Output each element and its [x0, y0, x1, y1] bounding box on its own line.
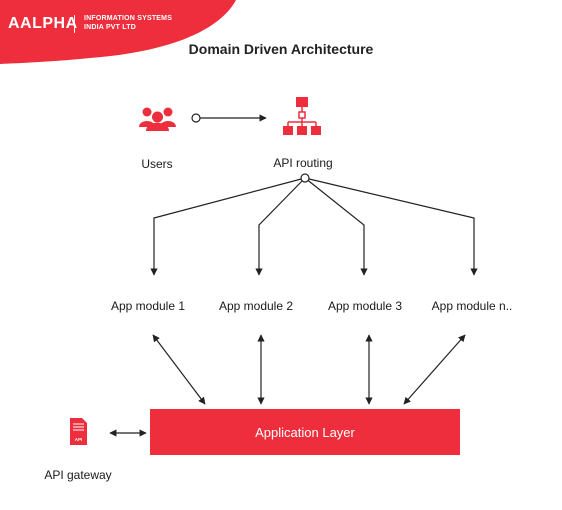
company-line-2: INDIA PVT LTD — [84, 23, 136, 31]
app-module-2-label: App module 2 — [218, 299, 294, 313]
header-banner — [0, 0, 236, 64]
users-connector-start — [191, 113, 201, 123]
app-module-n-label: App module n.. — [431, 299, 513, 313]
api-document-icon: API — [70, 418, 87, 445]
network-hierarchy-icon — [283, 97, 321, 135]
api-icon-text: API — [75, 437, 83, 442]
users-label: Users — [141, 157, 173, 171]
application-layer-box — [150, 409, 460, 455]
page-title: Domain Driven Architecture — [188, 41, 374, 57]
brand-logo: AALPHA — [8, 15, 78, 32]
module-layer-arrows — [152, 334, 466, 405]
api-gateway-label: API gateway — [44, 468, 112, 482]
company-name: INFORMATION SYSTEMS INDIA PVT LTD — [84, 15, 172, 32]
application-layer-label: Application Layer — [255, 424, 355, 440]
users-group-icon — [139, 107, 176, 131]
brand-separator — [74, 15, 75, 33]
routing-node — [300, 173, 310, 183]
routing-fanout — [150, 177, 478, 276]
app-module-1-label: App module 1 — [110, 299, 186, 313]
app-module-3-label: App module 3 — [327, 299, 403, 313]
company-line-1: INFORMATION SYSTEMS — [84, 15, 173, 22]
api-routing-label: API routing — [273, 156, 333, 170]
